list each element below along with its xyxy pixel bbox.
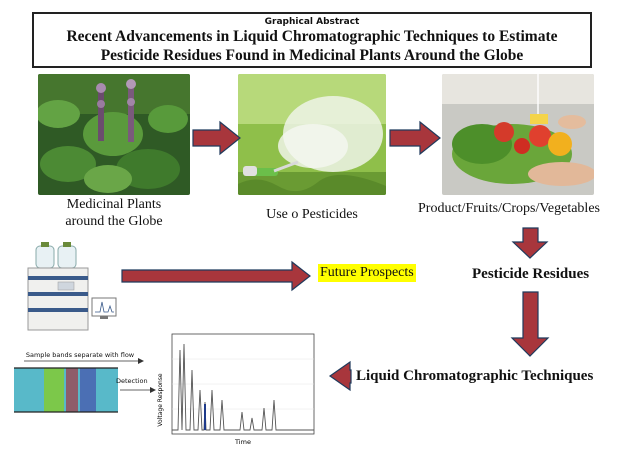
arrow-residues-to-lc [510, 291, 550, 357]
arrow-instrument-to-future [121, 260, 311, 292]
column-top-text: Sample bands separate with flow [25, 351, 135, 359]
arrow-plants-to-pesticides [192, 120, 241, 156]
title-box: Graphical Abstract Recent Advancements i… [32, 12, 592, 68]
arrow-lc-to-chromatogram [328, 360, 352, 392]
detection-label: Detection [116, 377, 148, 385]
future-prospects-label: Future Prospects [318, 264, 416, 282]
title-line-1: Recent Advancements in Liquid Chromatogr… [66, 28, 558, 45]
plants-caption-line-1: Medicinal Plants [66, 197, 162, 212]
hplc-instrument-icon [27, 242, 117, 331]
graphical-abstract-label: Graphical Abstract [264, 17, 360, 27]
chromatogram-xlabel: Time [234, 438, 251, 446]
medicinal-plant-photo [38, 74, 190, 195]
pesticides-caption: Use o Pesticides [266, 207, 358, 222]
pesticide-spraying-photo [238, 74, 386, 195]
liquid-chromatographic-label: Liquid Chromatographic Techniques [356, 368, 594, 384]
title-line-2: Pesticide Residues Found in Medicinal Pl… [100, 47, 524, 64]
products-caption: Product/Fruits/Crops/Vegetables [418, 201, 600, 216]
arrow-products-to-residues [511, 227, 549, 259]
plants-caption: Medicinal Plants around the Globe [28, 196, 200, 230]
vegetables-photo [442, 74, 594, 195]
arrow-pesticides-to-products [389, 120, 441, 156]
plants-caption-line-2: around the Globe [65, 214, 163, 229]
chromatogram-trace [172, 343, 314, 431]
chromatogram-ylabel: Voltage Response [157, 373, 164, 427]
column-diagram [14, 358, 156, 413]
chromatogram-chart: Voltage Response Time [157, 333, 315, 446]
pesticide-residues-label: Pesticide Residues [472, 266, 590, 282]
